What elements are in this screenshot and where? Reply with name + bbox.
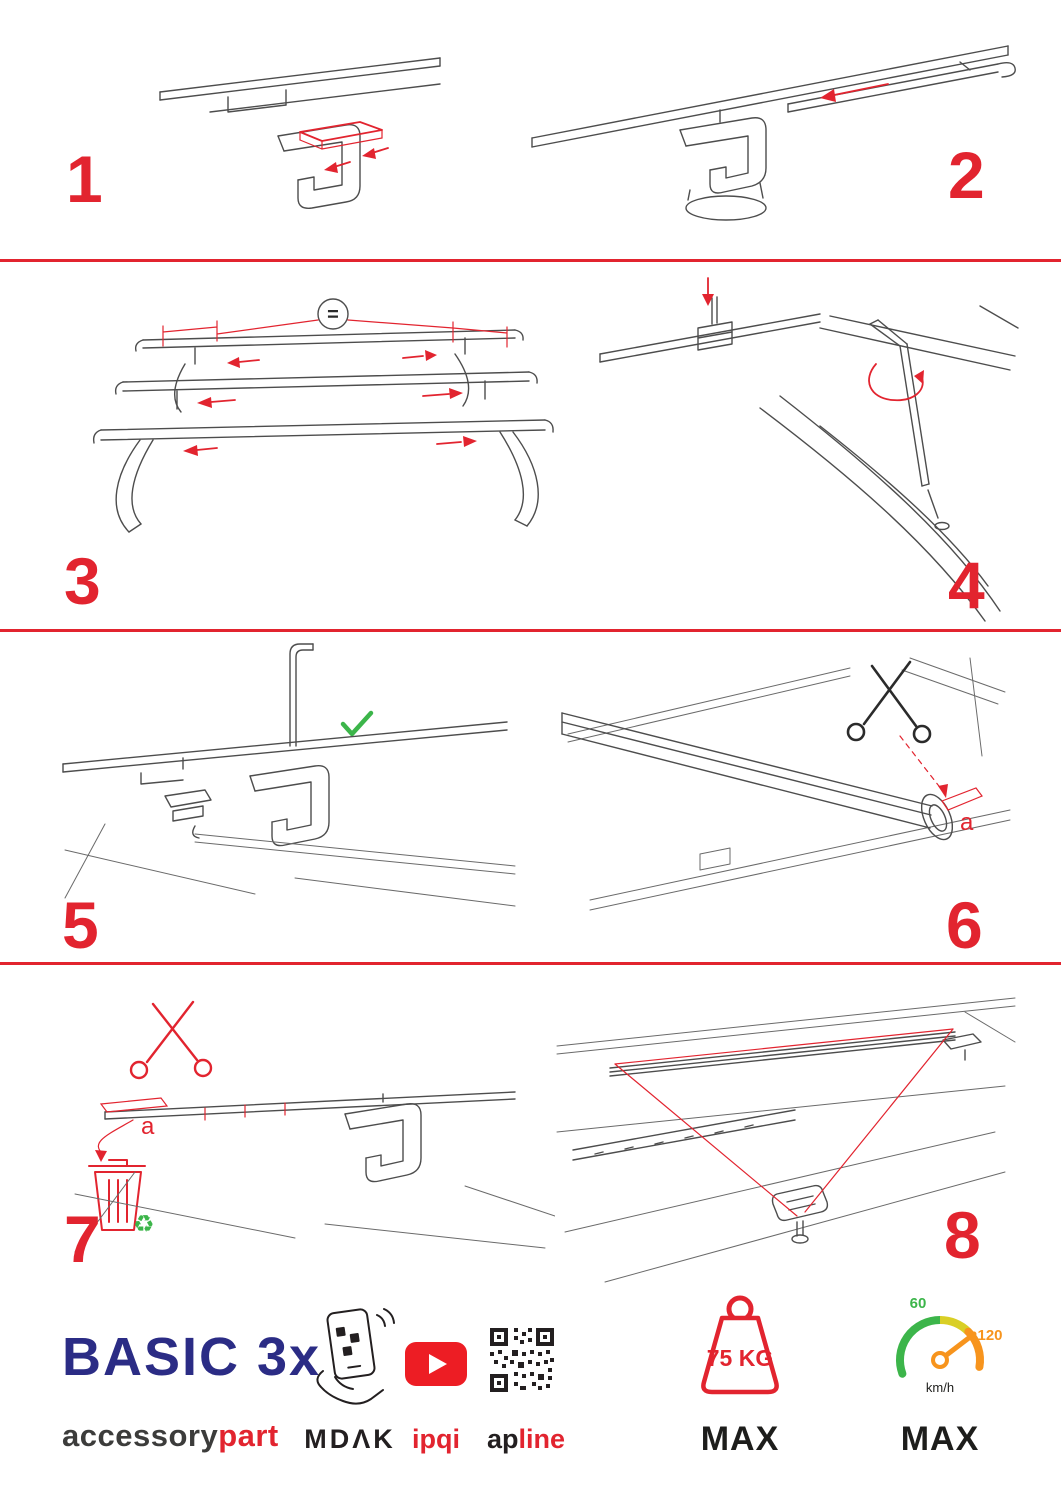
strip-bar-sketch [104,1091,516,1120]
weight-icon: 75 KG [701,1295,779,1395]
step-3-illustration: = [92,298,554,533]
step-5-number: 5 [62,888,99,962]
weight-value: 75 KG [707,1345,773,1371]
weight-max-label: MAX [700,1420,780,1458]
section-divider-1 [0,259,1061,262]
roof-rails-sketch [567,657,1011,911]
clamp-sketch [277,124,361,209]
section-divider-3 [0,962,1061,965]
step-7-number: 7 [64,1202,101,1276]
step-8-illustration [556,997,1016,1283]
tbolt-part-sketch [771,1184,829,1244]
clamp-sketch [679,109,767,221]
dimension-brackets [162,320,508,348]
push-down-arrow [702,277,714,306]
app-label: MDΛK [304,1424,396,1454]
roof-rail-sketch [759,305,1019,622]
speed-unit: km/h [926,1380,954,1395]
roof-lines-sketch [556,997,1016,1283]
clamp-sketch [249,765,330,847]
alignment-lines [614,1028,954,1217]
phone-scan-icon [316,1308,395,1405]
part-a-label: a [141,1113,155,1140]
speed-tick-high: 120 [977,1327,1002,1344]
scissors-icon [846,660,932,744]
qr-label-black: ap [486,1424,519,1454]
step-6-illustration: a [561,657,1011,911]
bar-tube-sketch [561,712,954,841]
roof-lines-sketch [74,1171,555,1253]
youtube-icon [405,1342,467,1386]
foot-assembly-sketch [164,789,212,839]
step-3-number: 3 [64,544,101,618]
locking-pin-sketch [289,643,314,747]
section-divider-2 [0,629,1061,632]
check-icon [340,710,374,737]
roof-rail-sketch [159,57,441,113]
hex-key-sketch [869,319,950,531]
grooved-bar-sketch [572,1109,796,1161]
brand-wordmark-red: part [218,1418,279,1453]
trim-strip-part [99,1097,286,1121]
crossbar-sketch [531,45,1009,148]
step-4-illustration [599,277,1019,622]
slide-arrow [820,83,889,102]
step-6-number: 6 [946,888,983,962]
crossbar-sketch [599,313,821,363]
trim-strip-part [941,787,983,811]
step-2-illustration [531,45,1016,221]
trash-icon [88,1159,146,1231]
brand-wordmark: accessorypart [62,1418,279,1454]
clamp-sketch [344,1103,422,1183]
brand-wordmark-black: accessory [62,1418,219,1453]
qr-code [490,1328,554,1392]
end-strip-sketch [787,61,1016,113]
cut-guide-dashed [899,735,943,791]
cut-guide-arrowhead [938,784,948,798]
qr-label: apline [478,1424,574,1455]
step-2-number: 2 [948,138,985,212]
rack-bars-sketch [92,329,554,444]
insert-arrows [324,147,389,173]
product-name: BASIC 3x [62,1327,322,1387]
crossbar-sketch [609,1031,982,1077]
recycle-icon: ♻ [133,1211,155,1238]
rotation-arrow [868,363,924,402]
step-4-number: 4 [948,548,985,622]
youtube-label: ipqi [412,1424,460,1454]
scissors-icon [129,1000,213,1080]
step-1-illustration [159,57,441,209]
step-8-number: 8 [944,1198,981,1272]
speedometer-icon: 60 120 km/h [896,1295,1002,1395]
speed-max-label: MAX [900,1420,980,1458]
equal-badge: = [216,298,454,335]
clamp-with-pin [697,296,733,351]
speed-tick-low: 60 [910,1295,927,1312]
equal-sign: = [327,304,339,326]
adjust-arrows [183,350,477,456]
roof-lines-sketch [64,823,516,907]
rack-legs-sketch [115,353,539,533]
crossbar-sketch [62,721,508,785]
step-7-illustration: a ♻ [74,1000,555,1253]
discard-loop [95,1119,134,1162]
insert-plate-part [299,121,383,150]
step-5-illustration [62,643,516,907]
part-a-label: a [960,809,974,836]
step-1-number: 1 [66,142,103,216]
qr-label-red: line [518,1424,566,1454]
